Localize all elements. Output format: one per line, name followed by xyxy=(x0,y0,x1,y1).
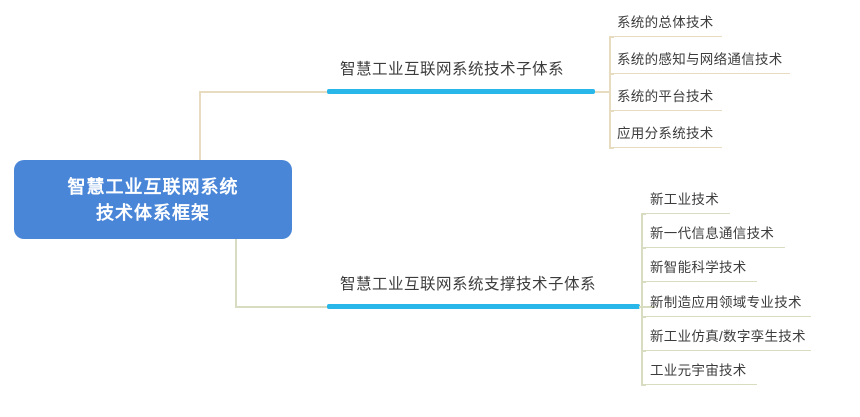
leaf-underline-top-2 xyxy=(612,73,790,74)
root-node[interactable]: 智慧工业互联网系统 技术体系框架 xyxy=(14,160,292,239)
leaf-underline-bottom-6 xyxy=(645,384,757,385)
bottom-leaf-stub-7 xyxy=(641,384,646,386)
leaf-label-top-4[interactable]: 应用分系统技术 xyxy=(617,126,714,141)
top-leaf-stub-5 xyxy=(609,147,614,149)
leaf-underline-bottom-4 xyxy=(645,316,811,317)
leaf-underline-bottom-3 xyxy=(645,281,757,282)
leaf-label-top-3[interactable]: 系统的平台技术 xyxy=(617,89,714,104)
top-leaf-spine xyxy=(609,36,611,148)
leaf-label-bottom-5[interactable]: 新工业仿真/数字孪生技术 xyxy=(650,329,806,344)
leaf-label-bottom-3[interactable]: 新智能科学技术 xyxy=(650,260,747,275)
root-title-line-1: 智慧工业互联网系统 xyxy=(67,176,239,197)
branch-label-top[interactable]: 智慧工业互联网系统技术子体系 xyxy=(340,61,565,78)
connector-root-to-bottom-branch-horizontal xyxy=(235,306,329,308)
connector-root-to-top-branch-vertical xyxy=(199,93,201,161)
leaf-label-top-2[interactable]: 系统的感知与网络通信技术 xyxy=(617,52,783,67)
leaf-underline-top-1 xyxy=(612,36,722,37)
branch-label-bottom[interactable]: 智慧工业互联网系统支撑技术子体系 xyxy=(340,276,597,293)
top-leaf-stub-4 xyxy=(609,110,614,112)
bottom-leaf-spine xyxy=(641,213,643,385)
leaf-underline-bottom-2 xyxy=(645,247,785,248)
branch-underline-top xyxy=(327,89,595,94)
leaf-label-top-1[interactable]: 系统的总体技术 xyxy=(617,15,714,30)
connector-top-branch-to-spine xyxy=(595,91,611,93)
branch-underline-bottom xyxy=(327,304,640,309)
bottom-leaf-stub-3 xyxy=(641,247,646,249)
bottom-leaf-stub-2 xyxy=(641,213,646,215)
bottom-leaf-stub-6 xyxy=(641,350,646,352)
root-title-line-2: 技术体系框架 xyxy=(96,202,210,223)
leaf-underline-top-3 xyxy=(612,110,722,111)
top-leaf-stub-3 xyxy=(609,73,614,75)
leaf-label-bottom-2[interactable]: 新一代信息通信技术 xyxy=(650,226,775,241)
connector-bottom-branch-to-spine xyxy=(639,306,655,308)
bottom-leaf-stub-4 xyxy=(641,281,646,283)
leaf-underline-bottom-1 xyxy=(645,213,730,214)
leaf-label-bottom-4[interactable]: 新制造应用领域专业技术 xyxy=(650,295,802,310)
bottom-leaf-stub-5 xyxy=(641,316,646,318)
top-leaf-stub-2 xyxy=(609,36,614,38)
leaf-label-bottom-6[interactable]: 工业元宇宙技术 xyxy=(650,363,747,378)
leaf-label-bottom-1[interactable]: 新工业技术 xyxy=(650,192,719,207)
connector-root-to-bottom-branch-vertical xyxy=(235,239,237,308)
leaf-underline-top-4 xyxy=(612,147,722,148)
leaf-underline-bottom-5 xyxy=(645,350,811,351)
connector-root-to-top-branch-horizontal xyxy=(199,91,329,93)
